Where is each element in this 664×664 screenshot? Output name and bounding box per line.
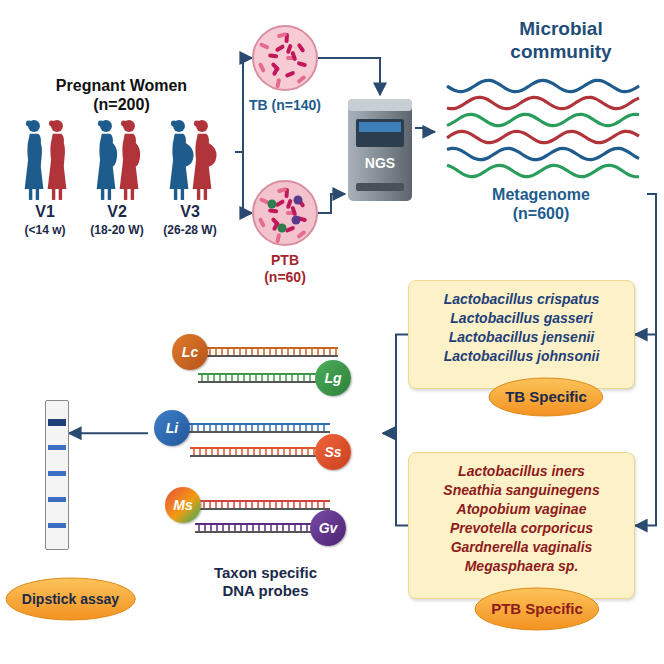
probe-label: Ms <box>173 497 192 514</box>
panel-title: Metagenome (n=600) <box>479 185 604 223</box>
taxon-name: Lactobacillus jensenii <box>419 328 624 347</box>
probe-circle: Lg <box>315 360 351 396</box>
taxa-box: Lactobacillus inersSneathia sanguinegens… <box>408 452 635 599</box>
sequencer-machine: NGS <box>345 95 415 205</box>
flow-arrow <box>635 194 656 526</box>
test-band <box>48 419 66 426</box>
sample-circle: TB (n=140) <box>243 25 327 114</box>
sample-circle-shape <box>252 25 318 91</box>
visit-label: (26-28 W) <box>150 223 230 237</box>
sample-circle-shape <box>252 180 318 246</box>
ellipse-label: PTB Specific <box>491 600 583 618</box>
cohort-title: Pregnant Women (n=200) <box>47 76 197 114</box>
visit-label: V3 <box>150 203 230 221</box>
taxon-name: Lactobacillus iners <box>419 462 624 481</box>
test-band <box>48 471 66 476</box>
pregnant-woman-figure <box>120 120 141 200</box>
probe-label: Lc <box>182 344 198 361</box>
sequencer-picture <box>345 95 415 205</box>
flow-arrow <box>318 58 380 95</box>
flow-arrow <box>383 433 408 525</box>
test-band <box>48 523 66 528</box>
taxon-name: Prevotella corporicus <box>419 519 624 538</box>
probe-circle: Lc <box>172 334 208 370</box>
flow-arrow <box>383 335 408 434</box>
probe-circle: Gv <box>310 510 346 546</box>
flow-arrow <box>635 194 656 335</box>
taxon-name: Gardnerella vaginalis <box>419 538 624 557</box>
test-band <box>48 445 66 450</box>
probe-circle: Li <box>154 410 190 446</box>
panel-caption: Taxon specific DNA probes <box>201 564 331 600</box>
group-ellipse: TB Specific <box>488 377 604 417</box>
taxon-name: Lactobacillus gasseri <box>419 309 624 328</box>
bacteria-picture <box>252 25 318 91</box>
dipstick-strip <box>45 400 69 550</box>
machine-label: NGS <box>345 155 415 172</box>
metagenome-strands <box>447 80 639 176</box>
taxon-name: Sneathia sanguinegens <box>419 481 624 500</box>
assay-ellipse: Dipstick assay <box>5 577 136 621</box>
flow-arrow <box>69 432 148 434</box>
pregnant-woman-figure <box>48 120 67 200</box>
probe-label: Li <box>166 420 178 437</box>
flow-arrow <box>235 152 252 213</box>
panel-title: Microbial community <box>486 18 636 64</box>
pregnant-woman-figure <box>25 120 44 200</box>
metagenome-panel: Microbial communityMetagenome (n=600) <box>435 18 647 225</box>
pregnant-woman-figure <box>193 120 217 200</box>
pregnant-woman-figure <box>97 120 118 200</box>
visit-label: V1 <box>5 203 85 221</box>
sample-label: PTB (n=60) <box>249 252 321 286</box>
visit-label: (18-20 W) <box>77 223 157 237</box>
probe-circle: Ms <box>165 487 201 523</box>
taxa-box: Lactobacillus crispatusLactobacillus gas… <box>408 280 635 389</box>
visit-label: V2 <box>77 203 157 221</box>
assay-panel: Dipstick assay <box>8 395 133 623</box>
taxon-name: Megasphaera sp. <box>419 557 624 576</box>
flow-arrow <box>415 128 435 132</box>
ellipse-label: TB Specific <box>505 388 587 406</box>
taxon-name: Lactobacillus johnsonii <box>419 347 624 366</box>
pregnant-woman-figure <box>170 120 194 200</box>
sample-label: TB (n=140) <box>249 97 321 114</box>
group-ellipse: PTB Specific <box>474 587 600 631</box>
ellipse-label: Dipstick assay <box>22 591 119 608</box>
flow-arrow <box>318 194 345 213</box>
visit-label: (<14 w) <box>5 223 85 237</box>
probe-label: Ss <box>324 444 341 461</box>
test-band <box>48 497 66 502</box>
cohort-figures <box>25 120 217 200</box>
probe-circle: Ss <box>315 434 351 470</box>
taxon-name: Atopobium vaginae <box>419 500 624 519</box>
taxon-name: Lactobacillus crispatus <box>419 290 624 309</box>
probe-label: Lg <box>324 370 341 387</box>
probe-label: Gv <box>319 520 338 537</box>
sample-circle: PTB (n=60) <box>243 180 327 286</box>
probe-panel: Taxon specific DNA probes LcLgLiSsMsGv <box>148 318 383 606</box>
bacteria-picture <box>252 180 318 246</box>
